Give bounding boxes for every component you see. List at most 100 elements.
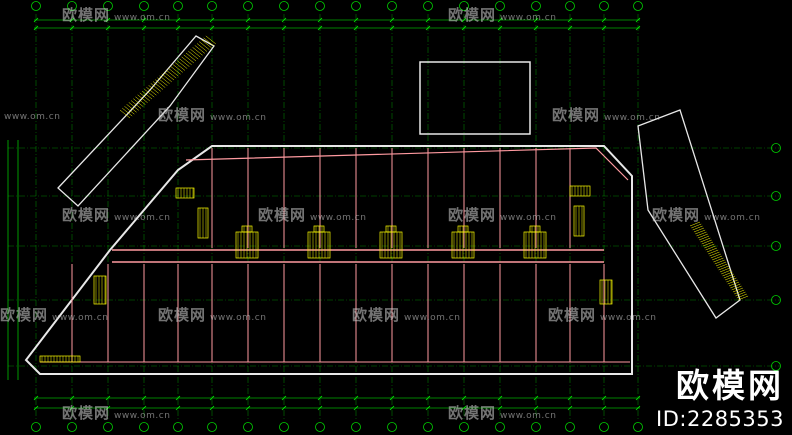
axis-bubble [771, 143, 781, 153]
dimension-tick [461, 395, 467, 401]
dimension-tick [601, 25, 607, 31]
stair-tread [179, 58, 190, 67]
axis-bubble [279, 1, 289, 11]
axis-bubble [279, 422, 289, 432]
dimension-tick [635, 395, 641, 401]
dimension-tick [141, 25, 147, 31]
dimension-tick [245, 395, 251, 401]
stair-tread [713, 257, 724, 263]
stair-tread [133, 98, 144, 107]
stair-tread [727, 279, 738, 285]
dimension-tick [425, 405, 431, 411]
stair-hatching [39, 35, 749, 363]
dimension-tick [497, 395, 503, 401]
axis-bubble [351, 1, 361, 11]
axis-bubble [459, 422, 469, 432]
dimension-tick [245, 25, 251, 31]
dimension-tick [389, 395, 395, 401]
right-wing [637, 109, 741, 319]
stair-tread [714, 259, 725, 265]
axis-bubble [139, 422, 149, 432]
dimension-tick [389, 17, 395, 23]
dimension-tick [33, 17, 39, 23]
dimension-tick [209, 17, 215, 23]
axis-bubble [771, 361, 781, 371]
outer-wall [24, 145, 633, 375]
dimension-tick [33, 405, 39, 411]
dimension-tick [317, 395, 323, 401]
dimension-tick [209, 405, 215, 411]
brand-id: ID:2285353 [656, 407, 784, 431]
stair-tread [726, 277, 737, 283]
axis-bubble [315, 422, 325, 432]
dimension-tick [245, 17, 251, 23]
stair-tread [699, 235, 710, 241]
dimension-tick [69, 17, 75, 23]
stair-tread [150, 83, 161, 92]
stair-tread [704, 243, 715, 249]
stair-block [93, 275, 107, 305]
dimension-tick [353, 395, 359, 401]
stair-tread [168, 68, 179, 77]
stair-tread [159, 75, 170, 84]
dimension-tick [567, 405, 573, 411]
axis-bubble [565, 422, 575, 432]
dimension-tick [533, 405, 539, 411]
stair-tread [205, 35, 216, 45]
axis-bubble [207, 1, 217, 11]
stair-tread [199, 41, 210, 50]
stair-tread [708, 249, 719, 255]
dimension-tick [105, 395, 111, 401]
axis-bubble [531, 422, 541, 432]
dimension-tick [425, 395, 431, 401]
stair-tread [188, 50, 199, 60]
north-annex [419, 61, 531, 135]
axis-bubble [565, 1, 575, 11]
dimension-tick [425, 25, 431, 31]
dimension-tick [461, 17, 467, 23]
stair-tread [736, 293, 747, 299]
axis-bubble [771, 241, 781, 251]
axis-bubble [139, 1, 149, 11]
dimension-tick [281, 395, 287, 401]
stair-tread [697, 233, 708, 239]
dimension-tick [69, 25, 75, 31]
axis-bubble [173, 1, 183, 11]
stair-tread [731, 285, 742, 291]
dimension-tick [105, 17, 111, 23]
stair-tread [728, 281, 740, 287]
stair-tread [691, 223, 702, 229]
stair-tread [705, 245, 716, 251]
dimension-tick [601, 17, 607, 23]
stair-tread [170, 66, 181, 75]
stair-tread [137, 94, 148, 103]
axis-bubble [599, 422, 609, 432]
stair-tread [128, 102, 139, 111]
stair-tread [190, 49, 201, 58]
dimension-tick [533, 25, 539, 31]
axis-bubble [387, 1, 397, 11]
dimension-tick [33, 395, 39, 401]
axis-bubble [31, 422, 41, 432]
stair-tread [709, 251, 720, 257]
axis-bubble [531, 1, 541, 11]
stair-tread [693, 227, 704, 233]
dimension-tick [69, 395, 75, 401]
stair-tread [725, 275, 736, 281]
axis-bubble [423, 1, 433, 11]
axis-bubble [633, 1, 643, 11]
dimension-tick [281, 17, 287, 23]
axis-bubble [495, 422, 505, 432]
stair-block [175, 187, 195, 199]
stair-tread [734, 289, 745, 295]
stair-tread [715, 261, 727, 267]
stair-tread [700, 237, 711, 243]
dimension-tick [281, 405, 287, 411]
stair-tread [701, 239, 712, 245]
dimension-tick [69, 405, 75, 411]
